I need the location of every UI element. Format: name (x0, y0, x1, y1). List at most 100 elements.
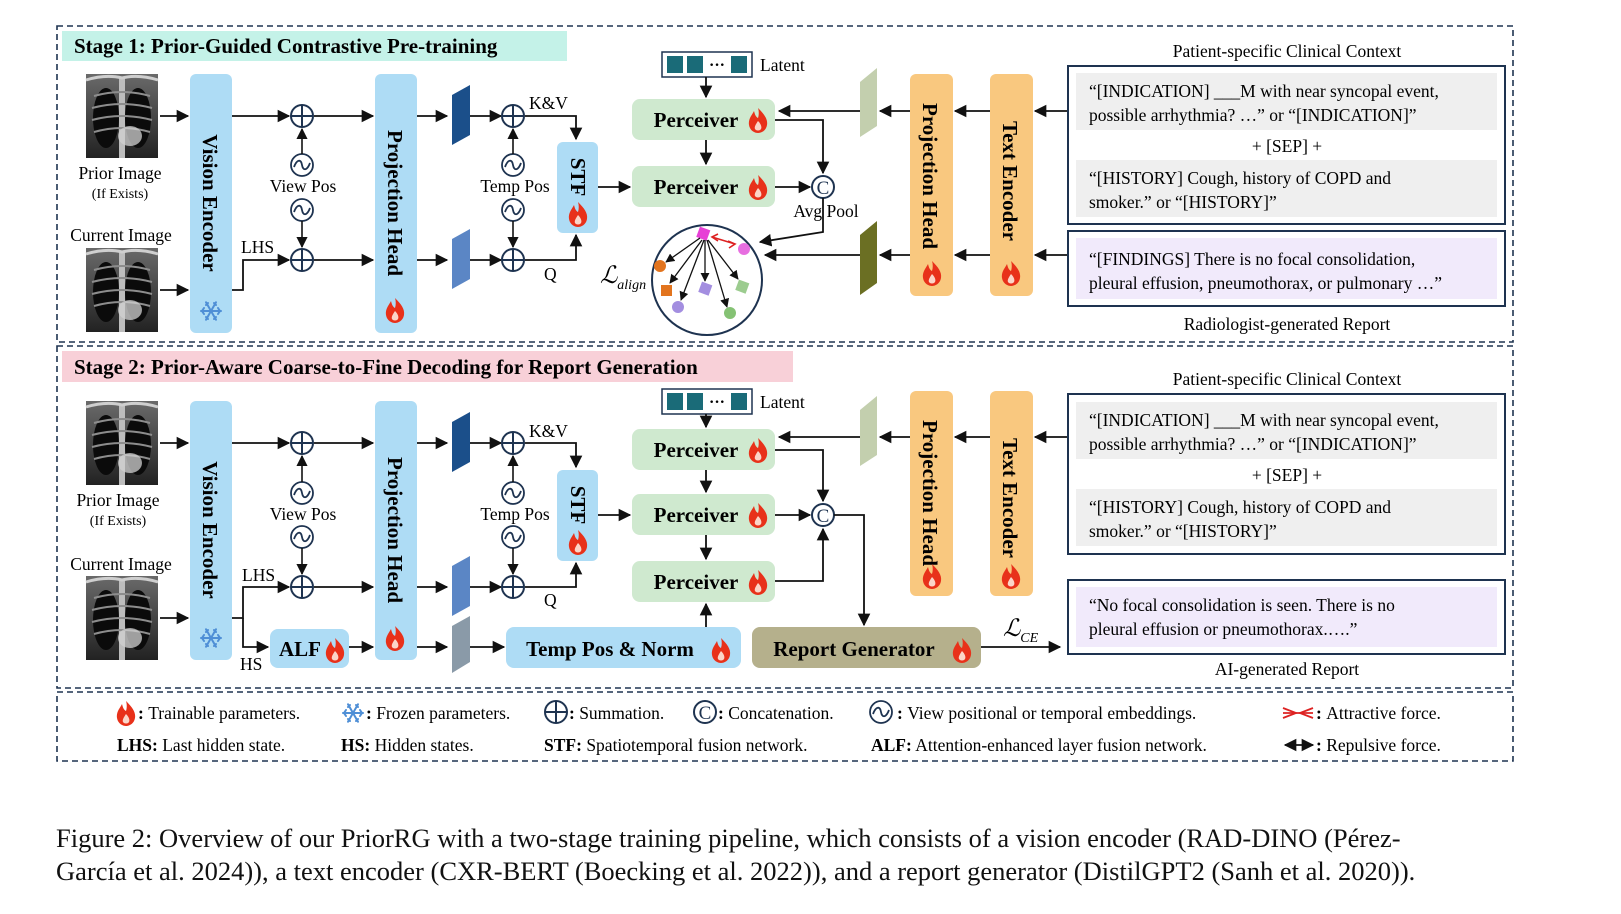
legend-frozen: Frozen parameters. (376, 703, 510, 723)
history-text: smoker.” or “[HISTORY]” (1089, 521, 1277, 541)
svg-text:: Trainable parameters.: : Trainable parameters. (138, 703, 300, 723)
feature-token (452, 412, 470, 472)
perceiver-block (632, 429, 775, 470)
sum-icon (501, 575, 525, 599)
latent-label: Latent (760, 392, 805, 412)
text-encoder-label: Text Encoder (998, 438, 1022, 558)
indication-text: possible arrhythmia? …” or “[INDICATION]… (1089, 105, 1417, 125)
caption-line: Figure 2: Overview of our PriorRG with a… (56, 823, 1401, 853)
findings-text: pleural effusion, pneumothorax, or pulmo… (1089, 273, 1442, 293)
text-encoder-label: Text Encoder (998, 121, 1022, 241)
hs-label: HS (240, 654, 262, 674)
feature-token (452, 616, 470, 673)
legend-alf-key: ALF: (871, 735, 912, 755)
report-generator-block (752, 627, 981, 668)
attract-icon (1282, 707, 1314, 719)
report-generator-label: Report Generator (773, 637, 935, 661)
legend-hs-key: HS: (341, 735, 370, 755)
findings-text: “[FINDINGS] There is no focal consolidat… (1089, 249, 1415, 269)
context-title: Patient-specific Clinical Context (1173, 41, 1402, 61)
wave-icon (869, 700, 893, 724)
sum-icon (501, 431, 525, 455)
svg-text:STF: Spatiotemporal fusion net: STF: Spatiotemporal fusion network. (544, 735, 807, 755)
report-label: Radiologist-generated Report (1184, 314, 1391, 334)
perceiver-block (632, 561, 775, 602)
indication-text: possible arrhythmia? …” or “[INDICATION]… (1089, 434, 1417, 454)
svg-text:ALF: Attention-enhanced layer: ALF: Attention-enhanced layer fusion net… (871, 735, 1207, 755)
perceiver-block (632, 494, 775, 535)
legend-concatenation: Concatenation. (728, 703, 833, 723)
concat-icon (693, 700, 717, 725)
indication-text: “[INDICATION] ___M with near syncopal ev… (1089, 81, 1439, 101)
legend-lhs-text: Last hidden state. (162, 735, 285, 755)
wave-icon (290, 481, 314, 505)
stf-label: STF (566, 158, 590, 197)
lhs-label: LHS (242, 565, 275, 585)
temp-pos-label: Temp Pos (480, 504, 549, 524)
svg-text:: Attractive force.: : Attractive force. (1316, 703, 1441, 723)
temp-pos-norm-block (506, 627, 741, 668)
feature-token (452, 229, 470, 289)
text-feature-token (860, 396, 877, 466)
snowflake-icon (342, 703, 364, 723)
legend-pos-emb: View positional or temporal embeddings. (907, 703, 1196, 723)
svg-text:: Summation.: : Summation. (569, 703, 664, 723)
sum-icon (290, 248, 314, 272)
vision-encoder-label: Vision Encoder (198, 134, 222, 271)
temp-pos-label: Temp Pos (480, 176, 549, 196)
history-text: smoker.” or “[HISTORY]” (1089, 192, 1277, 212)
perceiver-label: Perceiver (654, 438, 739, 462)
text-projection-head-block (910, 391, 953, 596)
projection-head-label: Projection Head (383, 457, 407, 603)
alf-label: ALF (279, 637, 321, 661)
perceiver-label: Perceiver (654, 175, 739, 199)
sep-text: + [SEP] + (1252, 136, 1322, 156)
projection-head-label: Projection Head (383, 130, 407, 276)
text-feature-token (860, 221, 877, 295)
q-label: Q (544, 264, 557, 284)
current-xray-image (84, 574, 160, 662)
kv-label: K&V (529, 421, 568, 441)
align-loss-label: ℒalign (600, 263, 646, 293)
sum-icon (544, 700, 568, 724)
latent-label: Latent (760, 55, 805, 75)
wave-icon (290, 153, 314, 177)
svg-text:: Concatenation.: : Concatenation. (718, 703, 834, 723)
legend-hs-text: Hidden states. (375, 735, 474, 755)
stage2-title: Stage 2: Prior-Aware Coarse-to-Fine Deco… (74, 355, 698, 379)
vision-encoder-label: Vision Encoder (198, 461, 222, 598)
avg-pool-label: Avg Pool (793, 201, 858, 221)
prior-image-sub: (If Exists) (90, 514, 147, 529)
kv-label: K&V (529, 93, 568, 113)
perceiver-block (632, 99, 775, 140)
history-text: “[HISTORY] Cough, history of COPD and (1089, 497, 1391, 517)
concat-icon (811, 175, 835, 200)
legend-repulsive: Repulsive force. (1326, 735, 1441, 755)
wave-icon (501, 198, 525, 222)
vision-encoder-block (190, 74, 232, 333)
svg-text:···: ··· (709, 394, 725, 411)
vision-encoder-block (190, 401, 232, 660)
indication-text: “[INDICATION] ___M with near syncopal ev… (1089, 410, 1439, 430)
sum-icon (501, 104, 525, 128)
svg-text:: Repulsive force.: : Repulsive force. (1316, 735, 1441, 755)
context-title: Patient-specific Clinical Context (1173, 369, 1402, 389)
prior-image-sub: (If Exists) (92, 187, 149, 202)
projection-head-block (375, 74, 417, 333)
stf-block (557, 142, 598, 233)
stage1-title: Stage 1: Prior-Guided Contrastive Pre-tr… (74, 34, 498, 58)
perceiver-label: Perceiver (654, 108, 739, 132)
legend-summation: Summation. (579, 703, 664, 723)
prior-xray-image (84, 399, 160, 487)
perceiver-label: Perceiver (654, 570, 739, 594)
q-label: Q (544, 590, 557, 610)
wave-icon (501, 525, 525, 549)
contrastive-align-space (651, 224, 763, 336)
wave-icon (501, 481, 525, 505)
lhs-label: LHS (241, 237, 274, 257)
legend-lhs-key: LHS: (117, 735, 158, 755)
prior-image-label: Prior Image (76, 490, 159, 510)
flame-icon (116, 701, 136, 726)
stage1-panel: Stage 1: Prior-Guided Contrastive Pre-tr… (56, 25, 1514, 343)
sum-icon (501, 248, 525, 272)
